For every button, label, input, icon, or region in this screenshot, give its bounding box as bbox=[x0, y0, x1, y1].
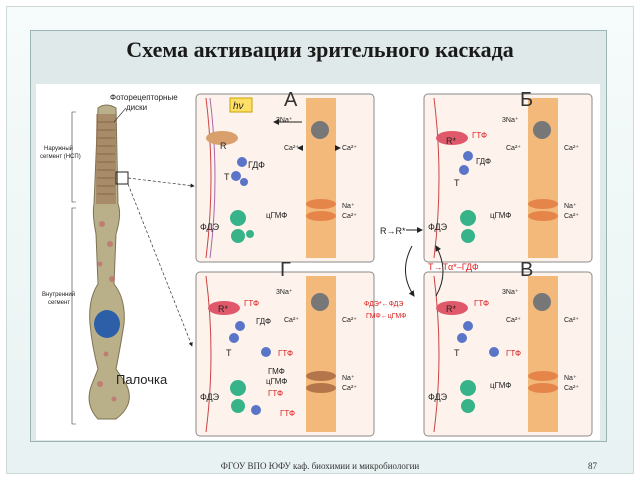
ca-out-a: Ca²⁺ bbox=[342, 145, 357, 152]
ca-in-v: Ca²⁺ bbox=[506, 317, 521, 324]
ca-in-g: Ca²⁺ bbox=[284, 317, 299, 324]
pde-alpha bbox=[230, 210, 246, 226]
cgmp-v: цГМФ bbox=[490, 381, 511, 390]
panel-v-letter: В bbox=[520, 259, 533, 281]
pde-beta bbox=[231, 229, 245, 243]
cycle-arrow-right bbox=[435, 245, 444, 297]
panel-g-letter: Г bbox=[280, 259, 291, 281]
exchanger bbox=[311, 121, 329, 139]
ca-g: Ca²⁺ bbox=[342, 385, 357, 392]
panel-a: А hν R ГДФ Т ФДЭ цГМФ 3Na⁺ Ca²⁺ Ca²⁺ Na⁺… bbox=[195, 89, 375, 263]
panel-v: В R* ГТФ Т ГТФ ФДЭ цГМФ 3Na⁺ Ca²⁺ Ca²⁺ N… bbox=[423, 259, 593, 437]
page-number: 87 bbox=[588, 461, 597, 471]
pde-a: ФДЭ bbox=[200, 222, 220, 232]
cgmp-g: цГМФ bbox=[266, 377, 287, 386]
t-g: Т bbox=[226, 348, 232, 358]
gtf-g-1: ГТФ bbox=[244, 299, 259, 308]
cycle-t-activation: T→Tα*–ГДФ bbox=[428, 262, 479, 272]
outer-segment-label-1: Наружный bbox=[44, 145, 73, 152]
panel-g: Г R* ГТФ ГДФ Т ГТФ ФДЭ ГМФ цГМФ ГТФ ГТФ … bbox=[195, 259, 375, 437]
na3-v: 3Na⁺ bbox=[502, 289, 519, 296]
inner-segment-label-1: Внутренний bbox=[42, 291, 75, 298]
cycle-pde-1: ФДЭ*←ФДЭ bbox=[364, 301, 403, 308]
ca-out-b: Ca²⁺ bbox=[564, 145, 579, 152]
zoom-lines bbox=[127, 177, 195, 347]
na3-a: 3Na⁺ bbox=[276, 117, 293, 124]
activation-cycle: R→R* T→Tα*–ГДФ ФДЭ*←ФДЭ ГМФ←цГМФ bbox=[364, 226, 479, 320]
gtf-v-2: ГТФ bbox=[506, 349, 521, 358]
diagram-svg: Фоторецепторные диски Наружный сегмент (… bbox=[40, 89, 593, 437]
t-v: Т bbox=[454, 348, 460, 358]
receptor-a: R bbox=[220, 141, 227, 151]
ca-in-b: Ca²⁺ bbox=[506, 145, 521, 152]
rod-nucleus bbox=[94, 310, 120, 338]
rod-brackets bbox=[71, 107, 127, 425]
na3-b: 3Na⁺ bbox=[502, 117, 519, 124]
rod-name: Палочка bbox=[116, 372, 168, 387]
gdf-a: ГДФ bbox=[248, 160, 265, 170]
gdf-b: ГДФ bbox=[476, 157, 491, 166]
gmf-g: ГМФ bbox=[268, 367, 285, 376]
cycle-pde-2: ГМФ←цГМФ bbox=[366, 313, 406, 320]
pde-v: ФДЭ bbox=[428, 392, 448, 402]
rhodopsin bbox=[206, 131, 238, 145]
rod-cell bbox=[88, 104, 130, 420]
receptor-v: R* bbox=[446, 304, 456, 314]
rod-granules bbox=[97, 221, 117, 402]
receptor-b: R* bbox=[446, 136, 456, 146]
slide-title: Схема активации зрительного каскада bbox=[126, 37, 514, 62]
disk-membrane bbox=[205, 97, 212, 259]
ca-v: Ca²⁺ bbox=[564, 385, 579, 392]
rod-labels: Фоторецепторные диски Наружный сегмент (… bbox=[40, 93, 178, 387]
t-a: Т bbox=[224, 172, 230, 182]
pde-g: ФДЭ bbox=[200, 392, 220, 402]
t-b: Т bbox=[454, 178, 460, 188]
ca-in-a: Ca²⁺ bbox=[284, 145, 299, 152]
pde-b: ФДЭ bbox=[428, 222, 448, 232]
na-a: Na⁺ bbox=[342, 203, 355, 210]
na3-g: 3Na⁺ bbox=[276, 289, 293, 296]
slide-footer: ФГОУ ВПО ЮФУ каф. биохимии и микробиолог… bbox=[220, 461, 420, 471]
na-v: Na⁺ bbox=[564, 375, 577, 382]
ca-a: Ca²⁺ bbox=[342, 213, 357, 220]
rod-outer-segment bbox=[96, 114, 116, 204]
gdf-g: ГДФ bbox=[256, 317, 271, 326]
gtf-g-2: ГТФ bbox=[278, 349, 293, 358]
na-b: Na⁺ bbox=[564, 203, 577, 210]
gtf-v-1: ГТФ bbox=[474, 299, 489, 308]
disks-label-1: Фоторецепторные bbox=[110, 93, 178, 102]
gtf-b: ГТФ bbox=[472, 131, 487, 140]
ca-out-v: Ca²⁺ bbox=[564, 317, 579, 324]
ca-out-g: Ca²⁺ bbox=[342, 317, 357, 324]
disks-label-2: диски bbox=[126, 103, 147, 112]
cng-channel bbox=[306, 199, 336, 209]
light-label: hν bbox=[233, 101, 244, 112]
gtf-g-3: ГТФ bbox=[268, 389, 283, 398]
receptor-g: R* bbox=[218, 304, 228, 314]
ca-b: Ca²⁺ bbox=[564, 213, 579, 220]
gtf-g-4: ГТФ bbox=[280, 409, 295, 418]
panel-b: Б R* ГТФ ГДФ Т ФДЭ цГМФ 3Na⁺ Ca²⁺ Ca²⁺ N… bbox=[423, 89, 593, 263]
t-alpha bbox=[237, 157, 247, 167]
na-g: Na⁺ bbox=[342, 375, 355, 382]
outer-segment-label-2: сегмент (НСП) bbox=[40, 154, 81, 160]
inner-segment-label-2: сегмент bbox=[48, 300, 70, 306]
cycle-arrow-left bbox=[405, 245, 415, 297]
panel-b-letter: Б bbox=[520, 89, 533, 111]
panel-a-letter: А bbox=[284, 89, 298, 111]
cgmp-b: цГМФ bbox=[490, 211, 511, 220]
light-badge bbox=[229, 97, 253, 113]
rod-disks bbox=[97, 121, 115, 195]
diagram-stage: Фоторецепторные диски Наружный сегмент (… bbox=[36, 84, 600, 440]
cycle-r-activation: R→R* bbox=[380, 226, 406, 236]
cgmp-a: цГМФ bbox=[266, 211, 287, 220]
